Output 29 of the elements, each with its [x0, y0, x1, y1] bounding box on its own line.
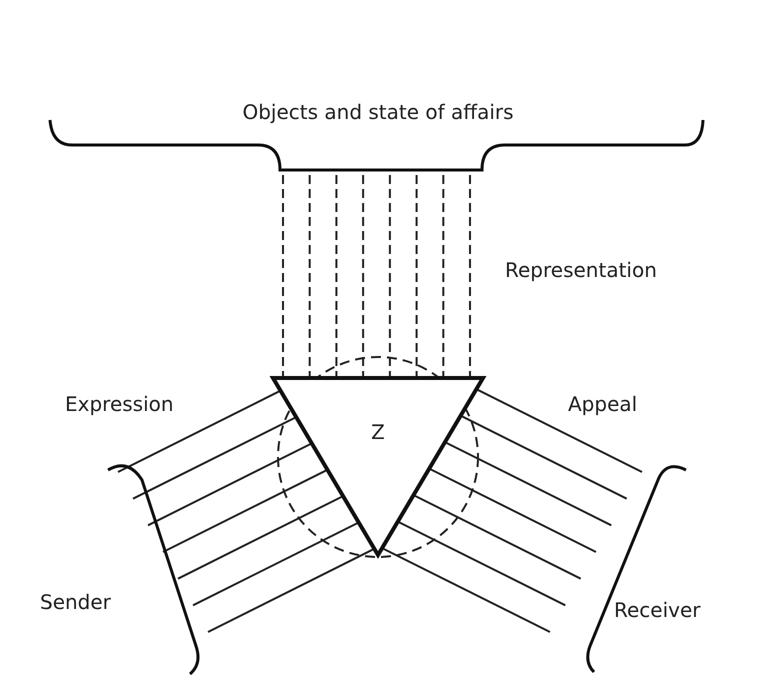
- dashed-line: [308, 175, 311, 378]
- line: [428, 468, 596, 553]
- line: [192, 522, 360, 606]
- dashed-line: [442, 175, 444, 378]
- line: [118, 390, 281, 473]
- line: [476, 388, 642, 473]
- function-label: Expression: [65, 392, 174, 416]
- line: [162, 468, 328, 553]
- node-label: Receiver: [614, 598, 701, 622]
- line: [178, 495, 344, 580]
- dashed-line: [469, 175, 471, 378]
- line: [444, 441, 612, 526]
- sign-letter: Z: [371, 420, 385, 444]
- dashed-line: [388, 175, 391, 378]
- line: [382, 547, 550, 633]
- function-label: Appeal: [568, 392, 638, 416]
- line: [208, 548, 375, 633]
- dashed-line: [335, 175, 338, 378]
- bracket-label: Objects and state of affairs: [242, 100, 514, 124]
- dashed-line: [362, 175, 364, 378]
- line: [397, 520, 566, 606]
- line: [460, 414, 628, 500]
- line: [148, 442, 312, 526]
- node-label: Sender: [40, 590, 111, 614]
- dashed-line: [416, 175, 418, 378]
- line: [132, 416, 297, 500]
- dashed-line: [282, 175, 284, 378]
- line: [413, 494, 582, 580]
- function-label: Representation: [505, 258, 657, 282]
